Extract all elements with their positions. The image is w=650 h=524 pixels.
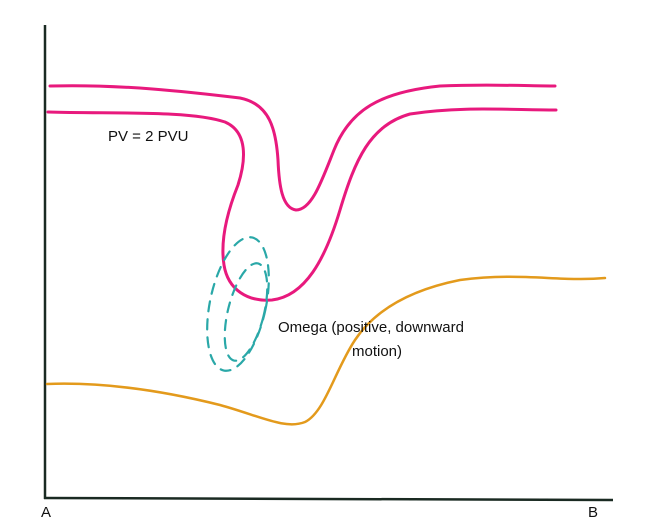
pv-label: PV = 2 PVU bbox=[108, 128, 188, 145]
orange-line bbox=[45, 275, 607, 426]
omega-contour-inner bbox=[223, 262, 269, 362]
omega-contours bbox=[206, 236, 270, 372]
x-axis bbox=[43, 496, 614, 502]
pv-contour-upper bbox=[48, 83, 557, 212]
omega-label-line1: Omega (positive, downward bbox=[278, 319, 464, 336]
omega-contour-outer bbox=[206, 236, 270, 372]
axis-label-b: B bbox=[588, 504, 598, 521]
pv-contour-lower bbox=[46, 107, 558, 302]
omega-label-line2: motion) bbox=[352, 343, 402, 360]
axes bbox=[43, 25, 614, 502]
axis-label-a: A bbox=[41, 504, 51, 521]
pv-contour bbox=[46, 83, 558, 302]
